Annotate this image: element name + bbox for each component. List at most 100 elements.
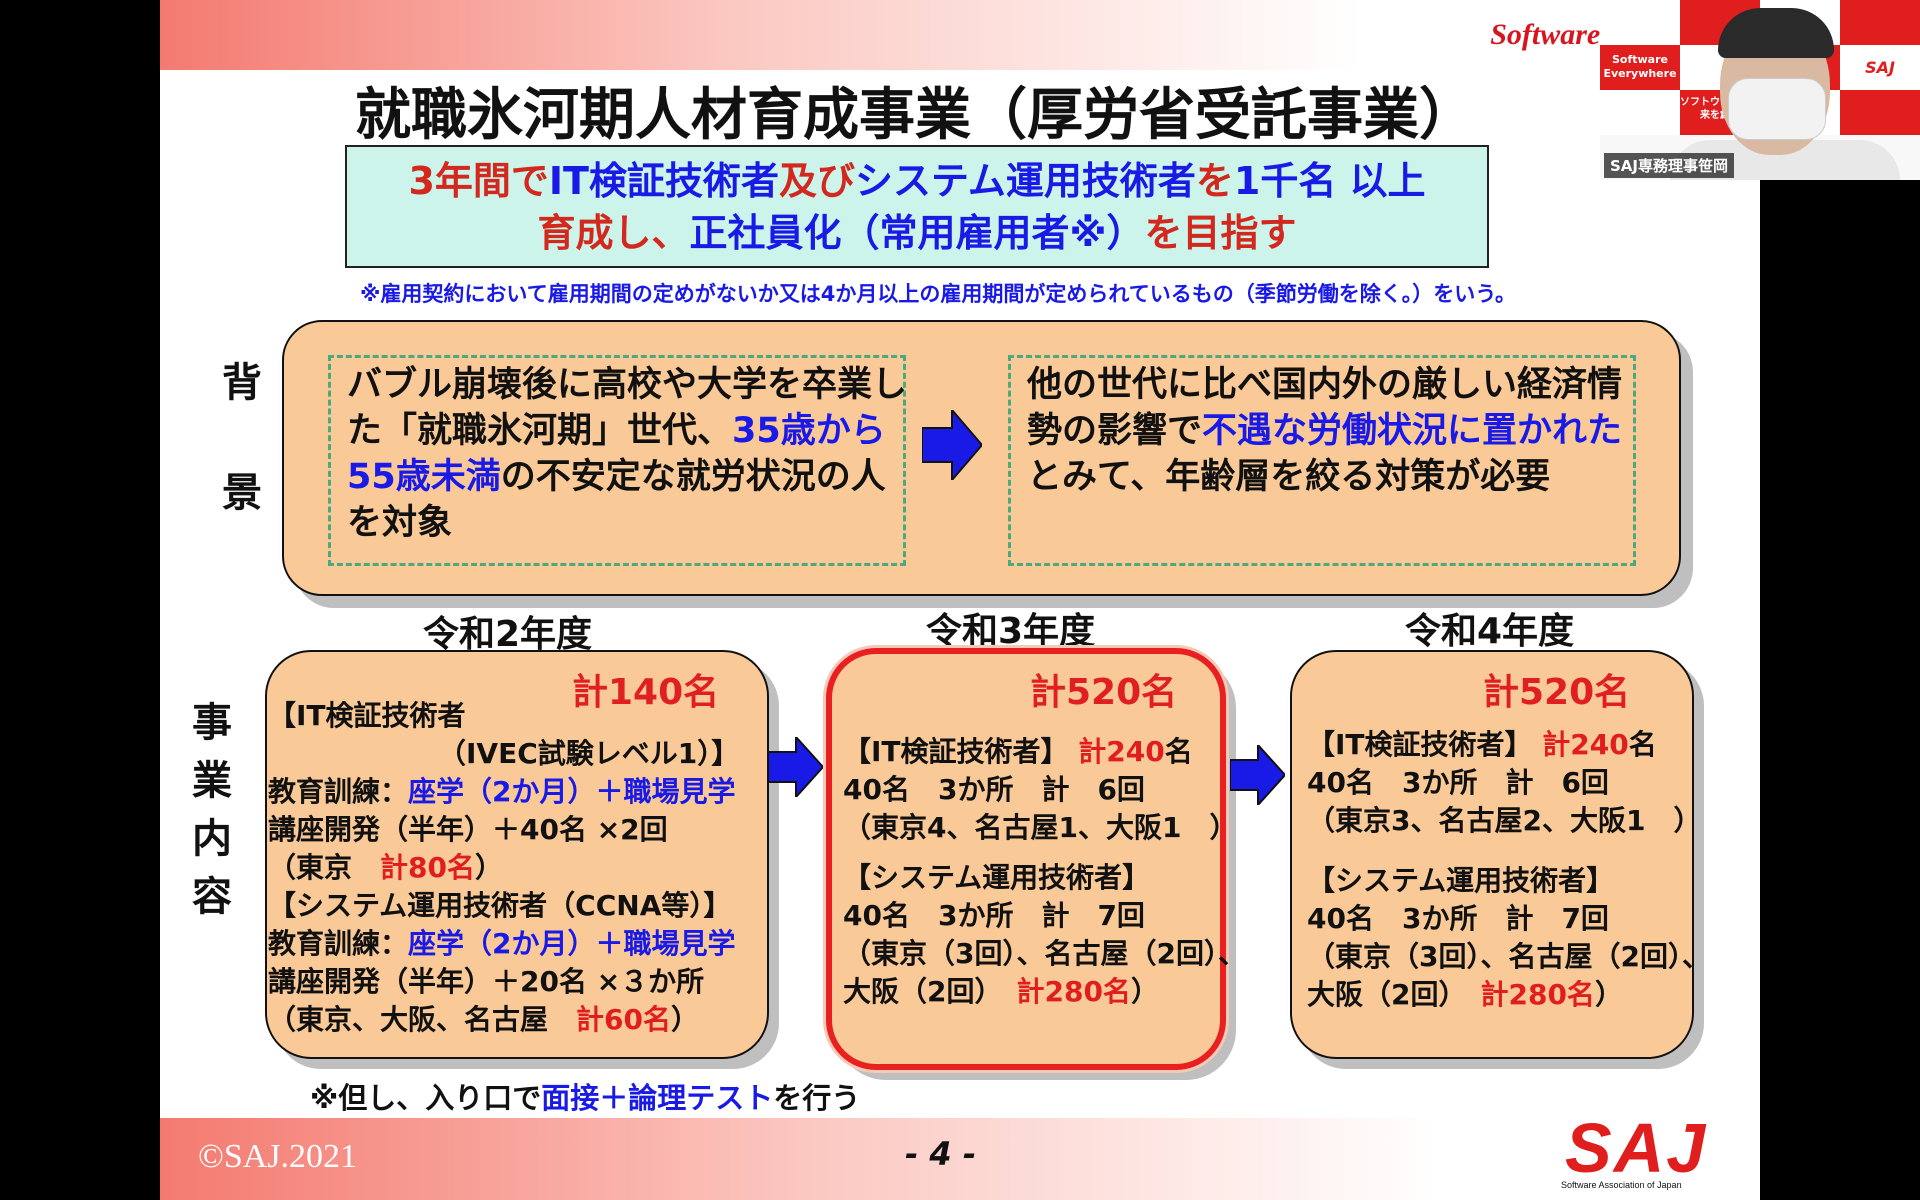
- plan-r2-content: 【IT検証技術者 （IVEC試験レベル1）】 教育訓練：座学（2か月）＋職場見学…: [268, 697, 739, 1039]
- backdrop-tile: [1600, 0, 1680, 45]
- text-highlight: 計280名: [1016, 975, 1131, 1008]
- line: 【IT検証技術者: [268, 699, 466, 732]
- page-number: - 4 -: [905, 1135, 977, 1173]
- line: 【システム運用技術者】: [843, 861, 1151, 894]
- line: 40名 3か所 計 6回: [843, 773, 1145, 806]
- copyright: ©SAJ.2021: [198, 1138, 358, 1175]
- saj-logo: SAJ Software Association of Japan: [1555, 1108, 1755, 1198]
- year-label-r4: 令和4年度: [1405, 611, 1575, 652]
- goal-text: 及び: [778, 159, 855, 203]
- backdrop-tile-text: Software Everywhere: [1600, 45, 1680, 90]
- plan-r3-content: 【IT検証技術者】 計240名 40名 3か所 計 6回 （東京4、名古屋1、大…: [843, 733, 1246, 1011]
- participant-hair: [1718, 8, 1834, 58]
- text: 【IT検証技術者】: [843, 735, 1079, 768]
- backdrop-tile: [1600, 90, 1680, 135]
- text-highlight: 不遇な労働状況に置かれた: [1202, 411, 1623, 451]
- text: バブル崩壊後に高校や大学を卒業した「就職氷河期」世代、: [347, 365, 908, 451]
- goal-line-2: 育成し、正社員化（常用雇用者※）を目指す: [347, 207, 1487, 259]
- business-label-4: 容: [192, 874, 232, 920]
- goal-line-1: 3年間でIT検証技術者及びシステム運用技術者を1千名 以上: [347, 155, 1487, 207]
- text: 大阪（2回）: [1307, 978, 1481, 1011]
- slide-title: 就職氷河期人材育成事業（厚労省受託事業）: [355, 83, 1475, 148]
- goal-text: 3年間で: [408, 159, 549, 203]
- text: 名: [1164, 735, 1193, 768]
- line: 40名 3か所 計 7回: [843, 899, 1145, 932]
- text-highlight: 座学（2か月）＋職場見学: [408, 927, 736, 960]
- line: （東京3、名古屋2、大阪1 ）: [1307, 804, 1702, 837]
- text: （東京、大阪、名古屋: [268, 1003, 577, 1036]
- backdrop-tile-logo: SAJ: [1840, 45, 1920, 90]
- business-label-3: 内: [192, 816, 232, 862]
- interview-footnote: ※但し、入り口で面接＋論理テストを行う: [310, 1075, 860, 1117]
- business-label-2: 業: [192, 758, 232, 804]
- background-panel: [282, 320, 1681, 596]
- text: とみて、年齢層を絞る対策が必要: [1027, 457, 1551, 497]
- business-label-1: 事: [192, 700, 232, 746]
- goal-text: システム運用技術者: [854, 159, 1196, 203]
- line: 講座開発（半年）＋40名 ×2回: [268, 813, 668, 846]
- background-left-frame: [328, 355, 906, 566]
- text-highlight: 計240: [1542, 728, 1629, 761]
- text: 大阪（2回）: [843, 975, 1017, 1008]
- arrow-right-icon: [768, 737, 823, 797]
- text: 他の世代に比べ国内外の厳しい経済情勢の影響で: [1027, 365, 1623, 451]
- line: （東京（3回）、名古屋（2回）、: [843, 937, 1246, 970]
- goal-text: 育成し、: [537, 211, 690, 255]
- text-highlight: 計60名: [576, 1003, 671, 1036]
- arrow-right-icon: [922, 410, 982, 480]
- text: 【IT検証技術者】: [1307, 728, 1543, 761]
- logo-subtext: Software Association of Japan: [1561, 1180, 1682, 1190]
- backdrop-tile: [1840, 0, 1920, 45]
- text: ）: [1130, 975, 1159, 1008]
- text-highlight: 計80名: [380, 851, 475, 884]
- plan-box-r3: [826, 648, 1226, 1070]
- text-highlight: 面接＋論理テスト: [541, 1081, 774, 1115]
- line: （東京4、名古屋1、大阪1 ）: [843, 811, 1238, 844]
- background-label-1: 背: [222, 360, 262, 406]
- plan-r4-content: 【IT検証技術者】 計240名 40名 3か所 計 6回 （東京3、名古屋2、大…: [1307, 726, 1710, 1014]
- goal-text: IT検証技術者: [548, 159, 779, 203]
- line: 講座開発（半年）＋20名 ×３か所: [268, 965, 705, 998]
- goal-box: 3年間でIT検証技術者及びシステム運用技術者を1千名 以上 育成し、正社員化（常…: [345, 145, 1489, 268]
- webcam-video-tile[interactable]: Software Everywhere SAJ ソフトウェアの未来を創る SAJ…: [1600, 0, 1920, 180]
- top-gradient-bar: [160, 0, 1760, 70]
- background-left-text: バブル崩壊後に高校や大学を卒業した「就職氷河期」世代、35歳から55歳未満の不安…: [347, 362, 907, 546]
- text-highlight: 座学（2か月）＋職場見学: [408, 775, 736, 808]
- employment-note: ※雇用契約において雇用期間の定めがないか又は4か月以上の雇用期間が定められている…: [360, 282, 1517, 306]
- text-highlight: 計280名: [1480, 978, 1595, 1011]
- text: 教育訓練：: [268, 927, 409, 960]
- background-label-2: 景: [222, 470, 262, 516]
- text: 名: [1628, 728, 1657, 761]
- text: （東京: [268, 851, 381, 884]
- text: ※但し、入り口で: [310, 1081, 542, 1115]
- year-label-r3: 令和3年度: [926, 611, 1096, 652]
- plan-box-r2: [265, 650, 769, 1059]
- goal-text: 正社員化（常用雇用者※）: [689, 211, 1145, 255]
- goal-text: 1千名 以上: [1233, 159, 1426, 203]
- plan-box-r4: [1290, 650, 1694, 1059]
- goal-text: を目指す: [1144, 211, 1297, 255]
- text: ）: [1594, 978, 1623, 1011]
- line: 40名 3か所 計 6回: [1307, 766, 1609, 799]
- logo-text: SAJ: [1565, 1109, 1708, 1187]
- backdrop-tile: [1840, 90, 1920, 135]
- text-highlight: 35歳から55歳未満: [347, 411, 886, 497]
- text: ）: [474, 851, 503, 884]
- total-r2: 計140名: [572, 672, 720, 713]
- goal-text: を: [1195, 159, 1234, 203]
- text: の不安定な就労状況の人を対象: [347, 457, 886, 543]
- total-r4: 計520名: [1483, 672, 1631, 713]
- background-right-text: 他の世代に比べ国内外の厳しい経済情勢の影響で不遇な労働状況に置かれたとみて、年齢…: [1027, 362, 1627, 500]
- year-label-r2: 令和2年度: [423, 614, 593, 655]
- bottom-gradient-bar: [160, 1118, 1760, 1200]
- participant-name-label: SAJ専務理事笹岡: [1604, 153, 1734, 178]
- participant-mask: [1728, 78, 1826, 140]
- line: （IVEC試験レベル1）】: [438, 737, 740, 770]
- text: 教育訓練：: [268, 775, 409, 808]
- line: 【システム運用技術者】: [1307, 864, 1615, 897]
- text: ）: [670, 1003, 699, 1036]
- text: を行う: [773, 1081, 861, 1115]
- line: 【システム運用技術者（CCNA等）】: [268, 889, 732, 922]
- total-r3: 計520名: [1030, 672, 1178, 713]
- text-highlight: 計240: [1078, 735, 1165, 768]
